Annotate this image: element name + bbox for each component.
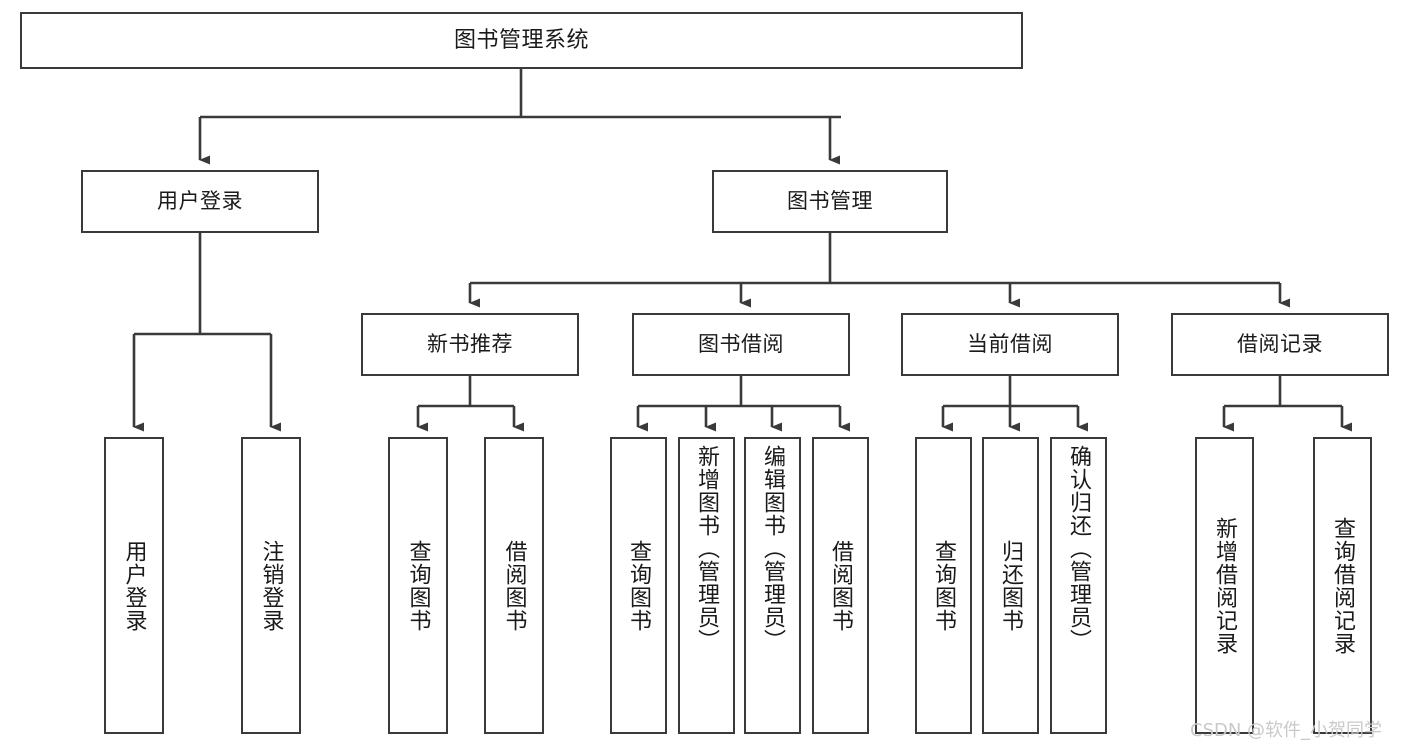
csdn-watermark: CSDN @软件_小贺同学 [1190,720,1383,741]
node-label: 借阅图书 [828,539,854,632]
node-label: 查询借阅记录 [1330,516,1356,655]
node-book-borrow[interactable]: 图书借阅 [632,313,850,376]
node-label: 新增图书（管理员） [694,445,720,652]
leaf-return-book[interactable]: 归还图书 [982,437,1039,734]
leaf-borrow-book[interactable]: 借阅图书 [812,437,869,734]
leaf-user-login[interactable]: 用户登录 [104,437,164,734]
node-label: 新书推荐 [427,332,513,357]
node-new-book-recommend[interactable]: 新书推荐 [361,313,579,376]
node-label: 查询图书 [405,539,431,632]
node-label: 查询图书 [626,539,652,632]
leaf-query-borrow-record[interactable]: 查询借阅记录 [1313,437,1372,734]
leaf-query-book-recommend[interactable]: 查询图书 [388,437,448,734]
node-label: 图书借阅 [698,332,784,357]
node-label: 新增借阅记录 [1212,516,1238,655]
node-current-borrow[interactable]: 当前借阅 [901,313,1119,376]
leaf-edit-book-admin[interactable]: 编辑图书（管理员） [744,437,801,734]
node-label: 借阅记录 [1237,332,1323,357]
node-book-management[interactable]: 图书管理 [712,170,948,233]
leaf-confirm-return-admin[interactable]: 确认归还（管理员） [1050,437,1107,734]
node-label: 注销登录 [258,539,284,632]
node-label: 用户登录 [157,189,243,214]
node-user-login[interactable]: 用户登录 [81,170,319,233]
node-root-system[interactable]: 图书管理系统 [20,12,1023,69]
node-label: 当前借阅 [967,332,1053,357]
leaf-logout[interactable]: 注销登录 [241,437,301,734]
leaf-query-book-borrow[interactable]: 查询图书 [610,437,667,734]
node-borrow-record[interactable]: 借阅记录 [1171,313,1389,376]
node-label: 编辑图书（管理员） [760,445,786,652]
node-label: 图书管理 [787,189,873,214]
leaf-add-borrow-record[interactable]: 新增借阅记录 [1195,437,1254,734]
leaf-add-book-admin[interactable]: 新增图书（管理员） [678,437,735,734]
node-label: 图书管理系统 [453,27,589,53]
node-label: 借阅图书 [501,539,527,632]
node-label: 确认归还（管理员） [1066,445,1092,652]
node-label: 用户登录 [121,539,147,632]
leaf-query-book-current[interactable]: 查询图书 [915,437,972,734]
node-label: 查询图书 [931,539,957,632]
leaf-borrow-book-recommend[interactable]: 借阅图书 [484,437,544,734]
node-label: 归还图书 [998,539,1024,632]
